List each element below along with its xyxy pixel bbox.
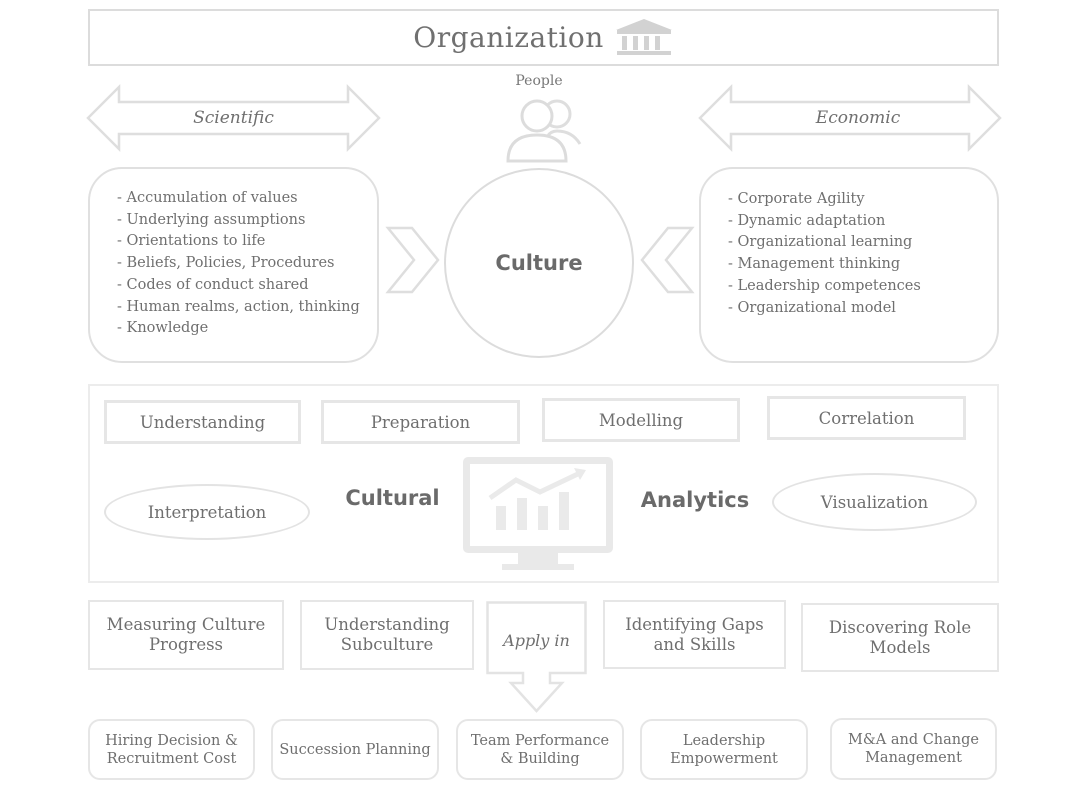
interpretation-oval: Interpretation — [104, 484, 310, 540]
app-measuring-culture-progress: Measuring Culture Progress — [88, 600, 284, 670]
culture-circle: Culture — [444, 168, 634, 358]
economic-double-arrow — [698, 83, 1002, 153]
analytics-label: Analytics — [640, 488, 750, 512]
scientific-list: Accumulation of valuesUnderlying assumpt… — [117, 188, 360, 340]
chevron-right-icon — [385, 226, 440, 294]
bank-building-icon — [615, 18, 672, 55]
economic-list: Corporate AgilityDynamic adaptationOrgan… — [728, 189, 921, 319]
analytics-panel — [88, 384, 999, 583]
outcome-succession-planning: Succession Planning — [271, 719, 439, 780]
economic-list-item: Organizational learning — [728, 232, 921, 254]
monitor-chart-icon — [463, 457, 613, 570]
app-understanding-subculture: Understanding Subculture — [300, 600, 474, 670]
organization-header: Organization — [88, 9, 999, 66]
scientific-double-arrow — [86, 83, 381, 153]
culture-label: Culture — [495, 251, 583, 275]
step-preparation: Preparation — [321, 400, 520, 444]
economic-list-item: Leadership competences — [728, 276, 921, 298]
outcome-hiring-decision: Hiring Decision & Recruitment Cost — [88, 719, 255, 780]
step-modelling: Modelling — [542, 398, 740, 442]
scientific-list-item: Codes of conduct shared — [117, 275, 360, 297]
visualization-oval: Visualization — [772, 473, 977, 531]
people-label: People — [515, 73, 563, 89]
scientific-list-item: Accumulation of values — [117, 188, 360, 210]
organization-title: Organization — [413, 21, 604, 54]
outcome-ma-change-management: M&A and Change Management — [830, 718, 997, 780]
scientific-panel: Accumulation of valuesUnderlying assumpt… — [88, 167, 379, 363]
economic-list-item: Corporate Agility — [728, 189, 921, 211]
apply-in-down-arrow — [486, 601, 587, 713]
cultural-label: Cultural — [345, 486, 440, 510]
app-discovering-role-models: Discovering Role Models — [801, 603, 999, 672]
economic-list-item: Dynamic adaptation — [728, 211, 921, 233]
step-correlation: Correlation — [767, 396, 966, 440]
app-identifying-gaps-and-skills: Identifying Gaps and Skills — [603, 600, 786, 669]
chevron-left-icon — [640, 226, 695, 294]
step-understanding: Understanding — [104, 400, 301, 444]
outcome-leadership-empowerment: Leadership Empowerment — [640, 719, 808, 780]
scientific-label: Scientific — [193, 108, 274, 128]
scientific-list-item: Beliefs, Policies, Procedures — [117, 253, 360, 275]
scientific-list-item: Knowledge — [117, 318, 360, 340]
outcome-team-performance: Team Performance & Building — [456, 719, 624, 780]
economic-list-item: Management thinking — [728, 254, 921, 276]
scientific-list-item: Human realms, action, thinking — [117, 297, 360, 319]
economic-label: Economic — [815, 108, 901, 128]
scientific-list-item: Orientations to life — [117, 231, 360, 253]
people-icon — [506, 99, 582, 163]
economic-list-item: Organizational model — [728, 298, 921, 320]
economic-panel: Corporate AgilityDynamic adaptationOrgan… — [699, 167, 999, 363]
apply-in-label: Apply in — [503, 630, 570, 650]
scientific-list-item: Underlying assumptions — [117, 210, 360, 232]
